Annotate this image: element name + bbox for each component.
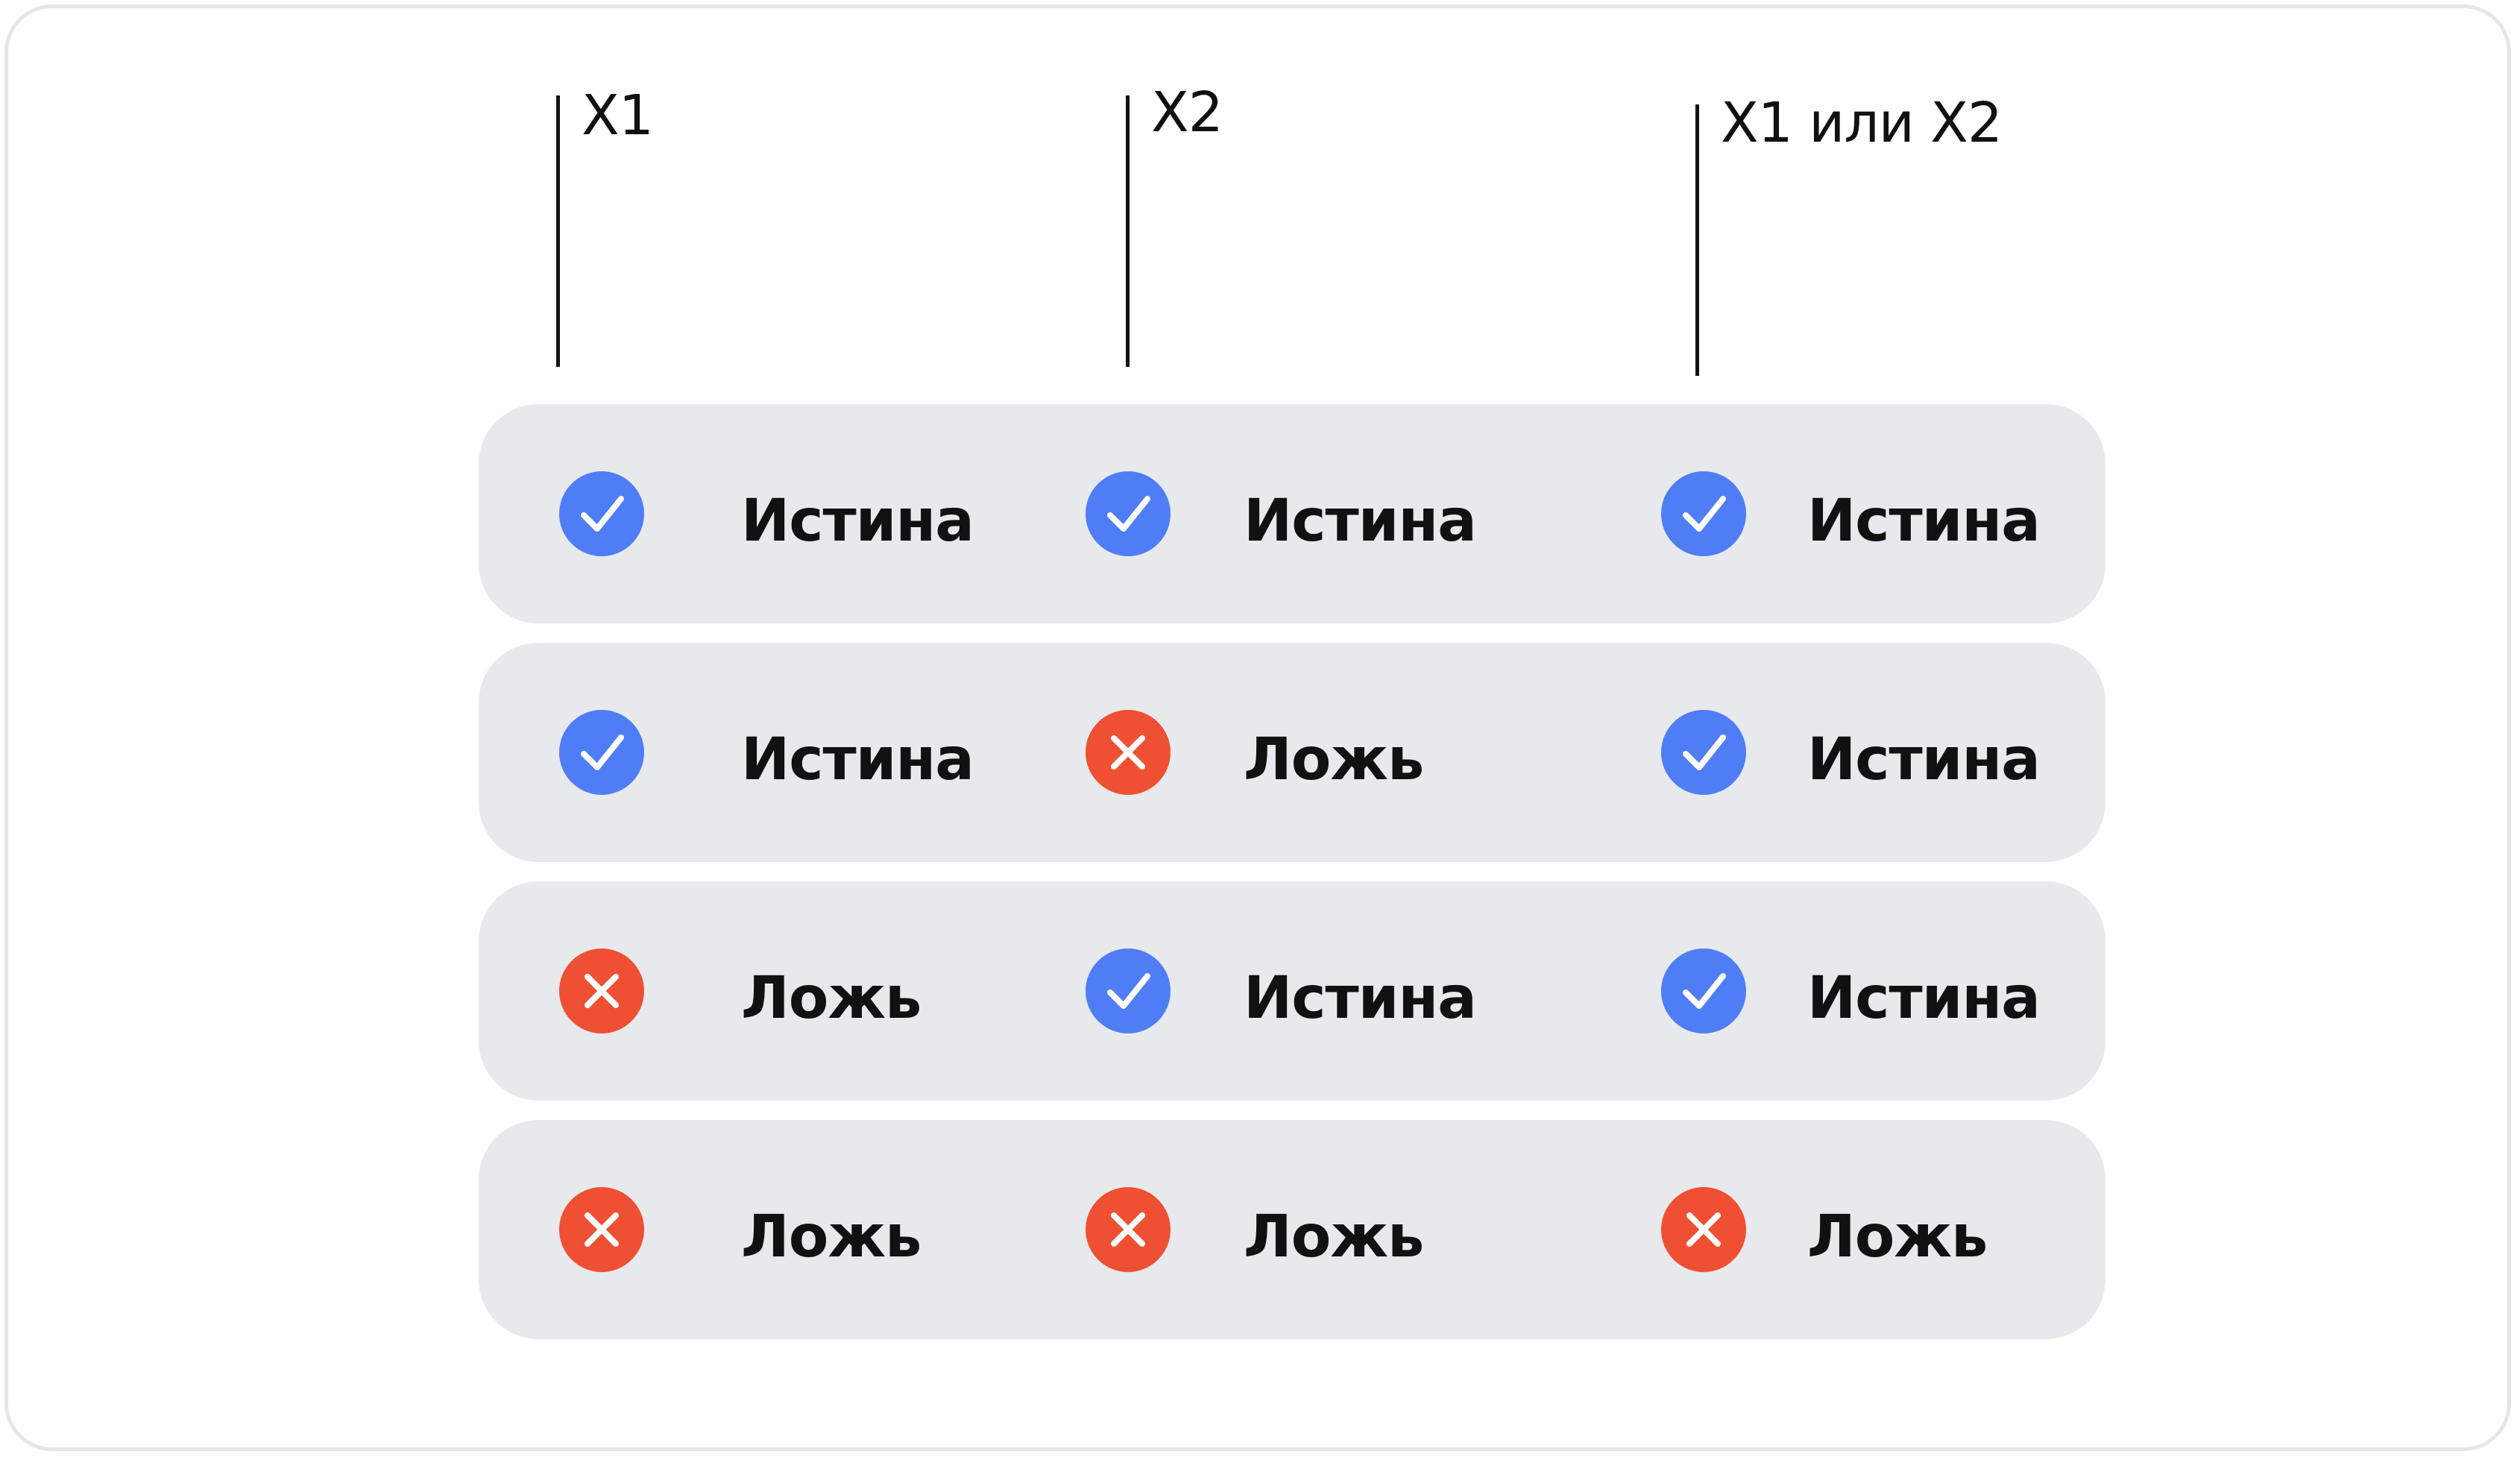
cell-value: Истина [1807,726,2041,793]
cross-circle-icon [1086,710,1171,795]
column-divider-x1-or-x2 [1695,104,1699,376]
column-divider-x1 [556,95,560,367]
table-row: Истина Ложь Истина [479,643,2105,862]
column-label-x1-or-x2: X1 или X2 [1721,91,2003,155]
cell-value: Ложь [741,1203,922,1271]
column-label-x2: X2 [1151,81,1223,145]
column-divider-x2 [1126,95,1130,367]
check-circle-icon [1086,948,1171,1033]
cell-value: Истина [1244,965,1477,1032]
cross-circle-icon [1086,1187,1171,1272]
cell-value: Истина [1244,488,1477,555]
cross-circle-icon [1661,1187,1746,1272]
check-circle-icon [1661,471,1746,556]
table-row: Ложь Ложь Ложь [479,1120,2105,1339]
check-circle-icon [1661,710,1746,795]
check-circle-icon [559,471,644,556]
check-circle-icon [1086,471,1171,556]
cell-value: Истина [741,726,974,793]
table-row: Истина Истина Истина [479,404,2105,623]
column-label-x1: X1 [582,84,654,148]
cross-circle-icon [559,948,644,1033]
cell-value: Ложь [1244,1203,1424,1271]
check-circle-icon [1661,948,1746,1033]
cell-value: Ложь [741,965,922,1032]
cell-value: Истина [1807,965,2041,1032]
cell-value: Истина [1807,488,2041,555]
cell-value: Истина [741,488,974,555]
cross-circle-icon [559,1187,644,1272]
cell-value: Ложь [1244,726,1424,793]
check-circle-icon [559,710,644,795]
cell-value: Ложь [1807,1203,1988,1271]
table-row: Ложь Истина Истина [479,881,2105,1101]
